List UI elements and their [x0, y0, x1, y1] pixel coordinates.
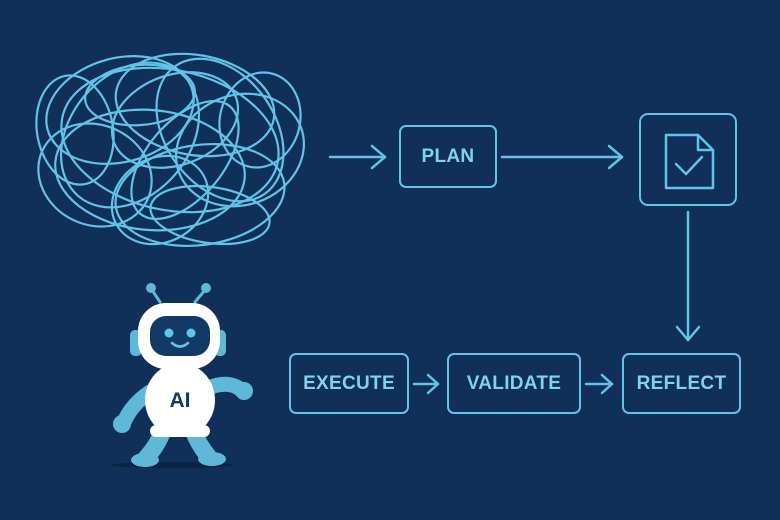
execute-label: EXECUTE: [303, 372, 395, 394]
arrow-validate-to-reflect: [584, 373, 614, 395]
reflect-node: REFLECT: [622, 353, 741, 414]
robot-icon: AI: [110, 283, 253, 468]
document-node: [639, 113, 737, 206]
plan-node: PLAN: [399, 125, 497, 188]
arrow-execute-to-validate: [412, 373, 440, 395]
arrow-plan-to-document: [500, 144, 624, 170]
arrow-document-to-reflect: [675, 210, 701, 342]
reflect-label: REFLECT: [636, 372, 727, 394]
plan-label: PLAN: [421, 145, 475, 167]
validate-label: VALIDATE: [466, 372, 562, 394]
robot-chest-label: AI: [170, 389, 191, 412]
document-check-icon: [664, 133, 715, 190]
validate-node: VALIDATE: [447, 353, 581, 414]
execute-node: EXECUTE: [289, 353, 409, 414]
arrow-tangle-to-plan: [328, 144, 387, 170]
tangled-scribble-icon: [35, 52, 306, 248]
